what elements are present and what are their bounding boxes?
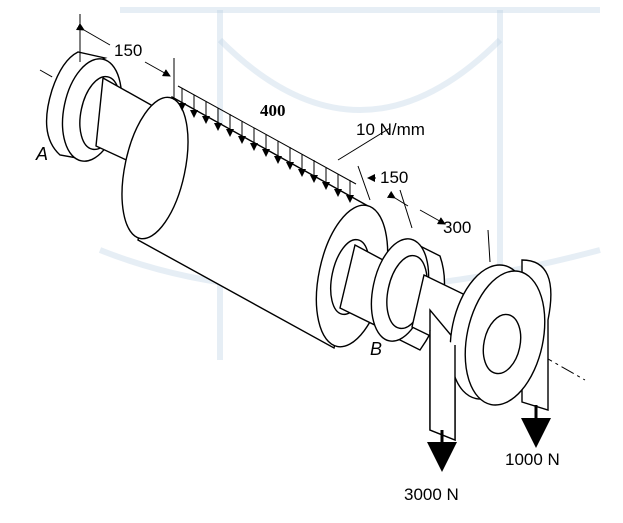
dim-load-length-label: 400 <box>260 101 286 120</box>
pulley <box>429 259 552 442</box>
dim-left-label: 150 <box>114 41 142 60</box>
dimension-lines <box>75 14 491 263</box>
force-left-label: 3000 N <box>404 485 459 504</box>
bearing-b <box>370 238 446 351</box>
bearing-a-label: A <box>35 144 48 164</box>
load-intensity-label: 10 N/mm <box>356 120 425 139</box>
dim-mid-label: 150 <box>380 168 408 187</box>
force-arrows <box>427 405 551 472</box>
force-right-label: 1000 N <box>505 450 560 469</box>
bearing-b-label: B <box>370 339 382 359</box>
dim-right-label: 300 <box>443 218 471 237</box>
distributed-load <box>177 85 391 203</box>
